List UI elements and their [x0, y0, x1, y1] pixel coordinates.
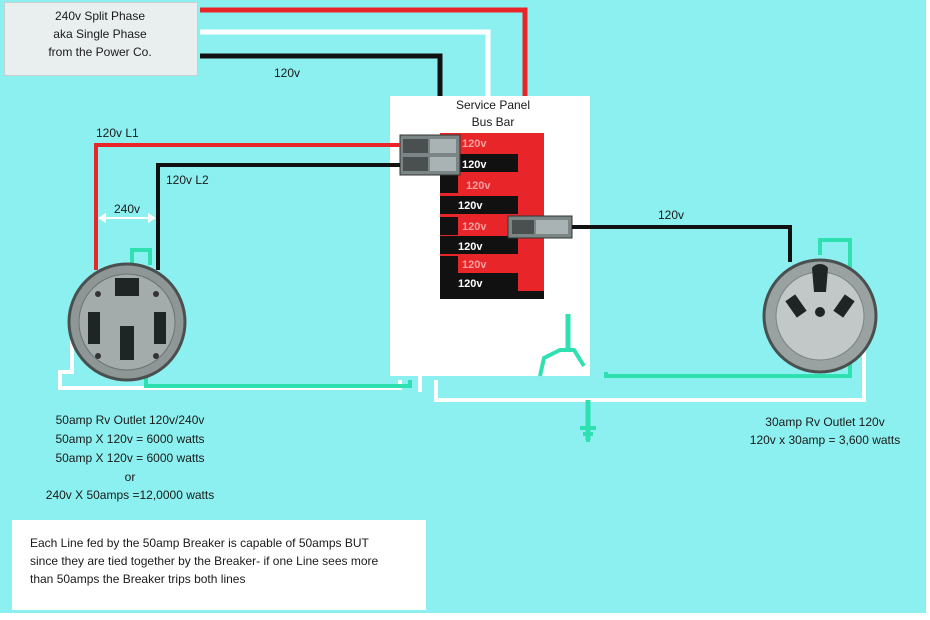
- bus-label-2: 120v: [462, 159, 487, 171]
- outlet-30-line-2: 120v x 30amp = 3,600 watts: [749, 433, 901, 447]
- span-240v-label: 240v: [114, 202, 141, 216]
- bus-slot-8: [440, 273, 518, 291]
- left-ground-return: [144, 372, 412, 388]
- outlet-30-line-1: 30amp Rv Outlet 120v: [765, 415, 885, 429]
- bus-label-3: 120v: [466, 180, 491, 192]
- outlet-50-line-4: or: [124, 470, 136, 484]
- outlet-50-line-1: 50amp Rv Outlet 120v/240v: [55, 413, 205, 427]
- bus-label-1: 120v: [462, 138, 487, 150]
- l2-label: 120v L2: [166, 173, 209, 187]
- bus-slot-3: [440, 175, 458, 193]
- note-line-1: Each Line fed by the 50amp Breaker is ca…: [30, 536, 369, 550]
- bus-labels: 120v 120v 120v 120v 120v 120v 120v 120v: [458, 138, 491, 290]
- outlet-50-line-3: 50amp X 120v = 6000 watts: [55, 451, 205, 465]
- service-red-wire: [200, 7, 528, 96]
- bus-slot-7: [440, 256, 458, 274]
- note-box: [12, 520, 426, 610]
- panel-title-line-1: Service Panel: [455, 98, 531, 112]
- source-line-2: aka Single Phase: [53, 27, 147, 41]
- right-hot-label: 120v: [658, 208, 685, 222]
- bus-label-5: 120v: [462, 221, 487, 233]
- outlet-30amp-icon: [762, 258, 878, 374]
- note-line-3: than 50amps the Breaker trips both lines: [30, 572, 246, 586]
- source-line-3: from the Power Co.: [48, 45, 152, 59]
- right-neutral-wire: [434, 325, 866, 402]
- breaker-30amp: [507, 215, 573, 239]
- left-ground-wire: [130, 248, 152, 272]
- bus-label-7: 120v: [462, 259, 487, 271]
- bus-label-6: 120v: [458, 241, 483, 253]
- bus-slot-9: [440, 291, 544, 299]
- service-black-wire: [200, 53, 443, 96]
- span-240v-arrow: [98, 213, 156, 223]
- source-line-1: 240v Split Phase: [54, 9, 146, 23]
- l2-black-wire: [156, 163, 400, 270]
- bus-slot-6: [440, 236, 518, 254]
- outlet-50-line-2: 50amp X 120v = 6000 watts: [55, 432, 205, 446]
- right-hot-black-wire: [572, 225, 792, 262]
- outlet-50amp-icon: [67, 262, 187, 382]
- bus-label-4: 120v: [458, 200, 483, 212]
- outlet-50-line-5: 240v X 50amps =12,0000 watts: [45, 488, 215, 502]
- l1-label: 120v L1: [96, 126, 139, 140]
- bus-label-8: 120v: [458, 278, 483, 290]
- bus-slot-5: [440, 217, 458, 235]
- l1-red-wire: [94, 143, 400, 270]
- panel-title-line-2: Bus Bar: [471, 115, 515, 129]
- source-box: [4, 2, 198, 76]
- breaker-50amp: [399, 134, 461, 176]
- service-white-wire: [200, 29, 491, 96]
- panel-ground-wire: [538, 348, 586, 377]
- bus-slot-4: [440, 196, 518, 214]
- ground-symbol-icon: [580, 426, 596, 442]
- note-line-2: since they are tied together by the Brea…: [30, 554, 379, 568]
- top-wire-label: 120v: [274, 66, 301, 80]
